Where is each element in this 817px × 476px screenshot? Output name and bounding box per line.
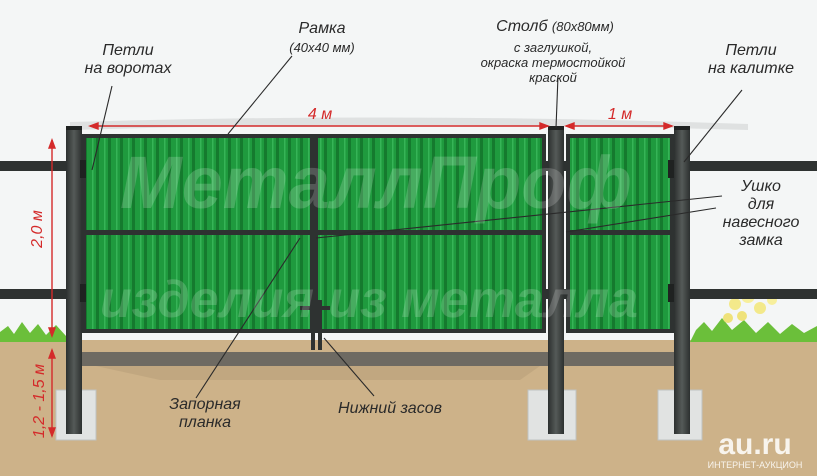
bottom-bolt-rod (311, 300, 315, 350)
lock-plate-label: Запорная планка (169, 396, 241, 431)
grass-left (0, 322, 66, 342)
post-description: с заглушкой, окраска термостойкой краско… (480, 40, 626, 85)
post-title-group: Столб (80x80мм) (470, 18, 640, 36)
frame-label: Рамка (298, 20, 346, 37)
post-middle (548, 128, 564, 434)
grass-right (690, 318, 817, 342)
post-title: Столб (496, 18, 548, 35)
wicket-hinges-label: Петли на калитке (707, 42, 795, 77)
wicket-crossbar (568, 230, 672, 235)
hinges (80, 160, 674, 302)
site-logo: au.ru (718, 428, 792, 461)
frame-size-label: (40x40 мм) (289, 40, 355, 55)
site-logo-sub: ИНТЕРНЕТ-АУКЦИОН (707, 460, 803, 470)
lock-ear-label: Ушко для навесного замка (722, 178, 800, 249)
gate-hinges-label: Петли на воротах (84, 42, 172, 77)
leader-lines (91, 55, 743, 399)
gate-crossbar (84, 230, 544, 235)
depth-label: 1,2 - 1,5 м (31, 363, 48, 439)
watermark-tagline: изделия из металла (100, 271, 639, 329)
height-label: 2,0 м (29, 210, 46, 248)
bottom-bolt-label: Нижний засов (338, 400, 442, 417)
ground-beam (82, 352, 682, 366)
post-left (66, 128, 82, 434)
dimensions (47, 121, 674, 438)
post-size: (80x80мм) (551, 19, 614, 34)
gate-width-label: 4 м (307, 106, 333, 123)
post-right (674, 128, 690, 434)
wicket-width-label: 1 м (607, 106, 633, 123)
watermark-logo: МеталлПроф (120, 141, 632, 224)
